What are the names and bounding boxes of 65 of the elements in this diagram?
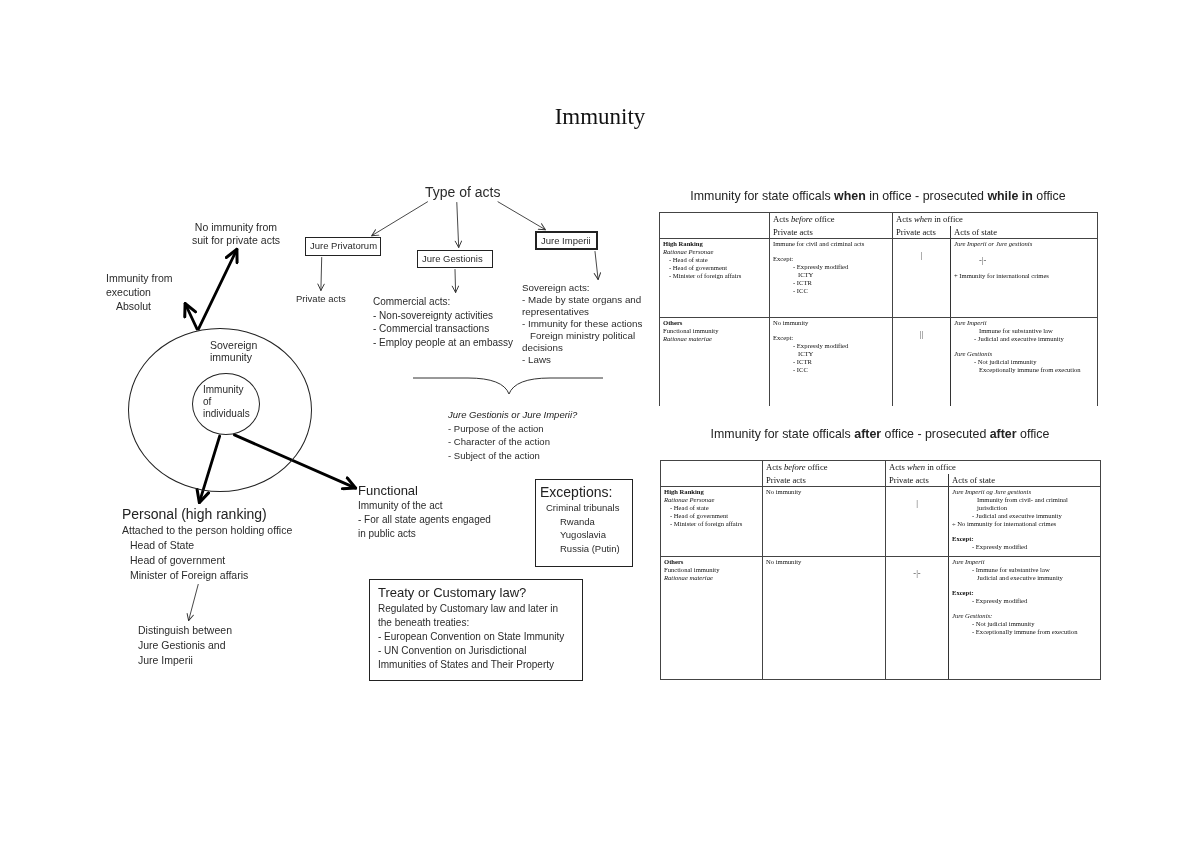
column-header: Private acts xyxy=(896,226,936,237)
cell-text: -|- xyxy=(979,255,987,265)
box-text: Rwanda xyxy=(560,514,595,528)
table-title: Immunity for state officals when in office - prosecuted while in office xyxy=(690,189,1066,203)
list-item: Minister of Foreign affaris xyxy=(130,568,249,583)
term-box: Jure Imperii xyxy=(535,231,598,250)
cell-text: -|- xyxy=(913,568,921,578)
page-title: Immunity xyxy=(554,104,646,130)
description-text: Immunity of the act xyxy=(358,499,443,513)
annotation-text: Absolut xyxy=(116,299,152,313)
column-header: Acts before office xyxy=(773,214,835,225)
list-item: - Subject of the action xyxy=(448,448,540,462)
column-header: Acts when in office xyxy=(896,214,963,225)
list-item: - Laws xyxy=(522,354,551,366)
box-text: Russia (Putin) xyxy=(560,541,620,555)
column-header: Acts before office xyxy=(766,462,828,473)
list-item: Head of State xyxy=(130,538,195,553)
description-text: Attached to the person holding office xyxy=(122,523,293,538)
section-heading: Functional xyxy=(358,482,418,499)
arrow xyxy=(233,433,358,491)
heading-text: Type of acts xyxy=(425,183,501,201)
question-text: Jure Gestionis or Jure Imperii? xyxy=(448,408,578,422)
column-header: Acts of state xyxy=(954,226,997,237)
annotation-text: Distinguish between Jure Gestionis and Jure Imperii xyxy=(138,623,238,668)
list-item: Head of government xyxy=(130,553,226,568)
annotation-text: Private acts xyxy=(296,293,346,305)
term-box: Jure Privatorum xyxy=(305,237,381,256)
circle-label: Sovereign immunity xyxy=(210,339,259,363)
cell-text: | xyxy=(916,498,918,508)
arrow xyxy=(195,434,222,505)
list-heading: Sovereign acts: xyxy=(522,282,590,294)
box-text: - UN Convention on Jurisdictional Immunities of States and Their Property xyxy=(378,644,555,672)
circle-label: Immunity of individuals xyxy=(203,384,251,420)
table-title: Immunity for state officals after office - prosecuted after office xyxy=(710,427,1050,441)
column-header: Private acts xyxy=(889,474,929,485)
box-heading: Exceptions: xyxy=(540,483,613,501)
box-text: Criminal tribunals xyxy=(546,501,620,515)
list-item: - Made by state organs and representatives xyxy=(522,294,643,318)
box-text: Regulated by Customary law and later in the beneath treaties: xyxy=(378,602,560,630)
list-item: - Immunity for these actions xyxy=(522,318,643,330)
term-box: Jure Gestionis xyxy=(417,250,493,268)
list-item: - Purpose of the action xyxy=(448,421,544,435)
description-text: - For all state agents engaged in public acts xyxy=(358,513,492,541)
section-heading: Personal (high ranking) xyxy=(122,505,267,523)
box-text: - European Convention on State Immunity xyxy=(378,630,565,644)
cell-text: | xyxy=(920,250,923,260)
list-item: - Commercial transactions xyxy=(373,322,490,336)
column-header: Acts when in office xyxy=(889,462,956,473)
annotation-text: No immunity from suit for private acts xyxy=(186,221,286,247)
list-item: - Non-sovereignty activities xyxy=(373,308,494,322)
column-header: Acts of state xyxy=(952,474,995,485)
list-item: - Character of the action xyxy=(448,435,550,449)
note-box xyxy=(369,579,583,681)
box-text: Yugoslavia xyxy=(560,528,606,542)
column-header: Private acts xyxy=(766,474,806,485)
column-header: Private acts xyxy=(773,226,813,237)
list-item: Foreign ministry political decisions xyxy=(522,330,637,354)
list-item: - Employ people at an embassy xyxy=(373,335,514,349)
list-heading: Commercial acts: xyxy=(373,295,451,309)
note-box xyxy=(535,479,633,567)
cell-text: || xyxy=(919,329,924,339)
annotation-text: Immunity from execution xyxy=(106,271,174,299)
arrow xyxy=(183,302,199,331)
box-heading: Treaty or Customary law? xyxy=(378,584,527,602)
arrow xyxy=(197,247,239,331)
